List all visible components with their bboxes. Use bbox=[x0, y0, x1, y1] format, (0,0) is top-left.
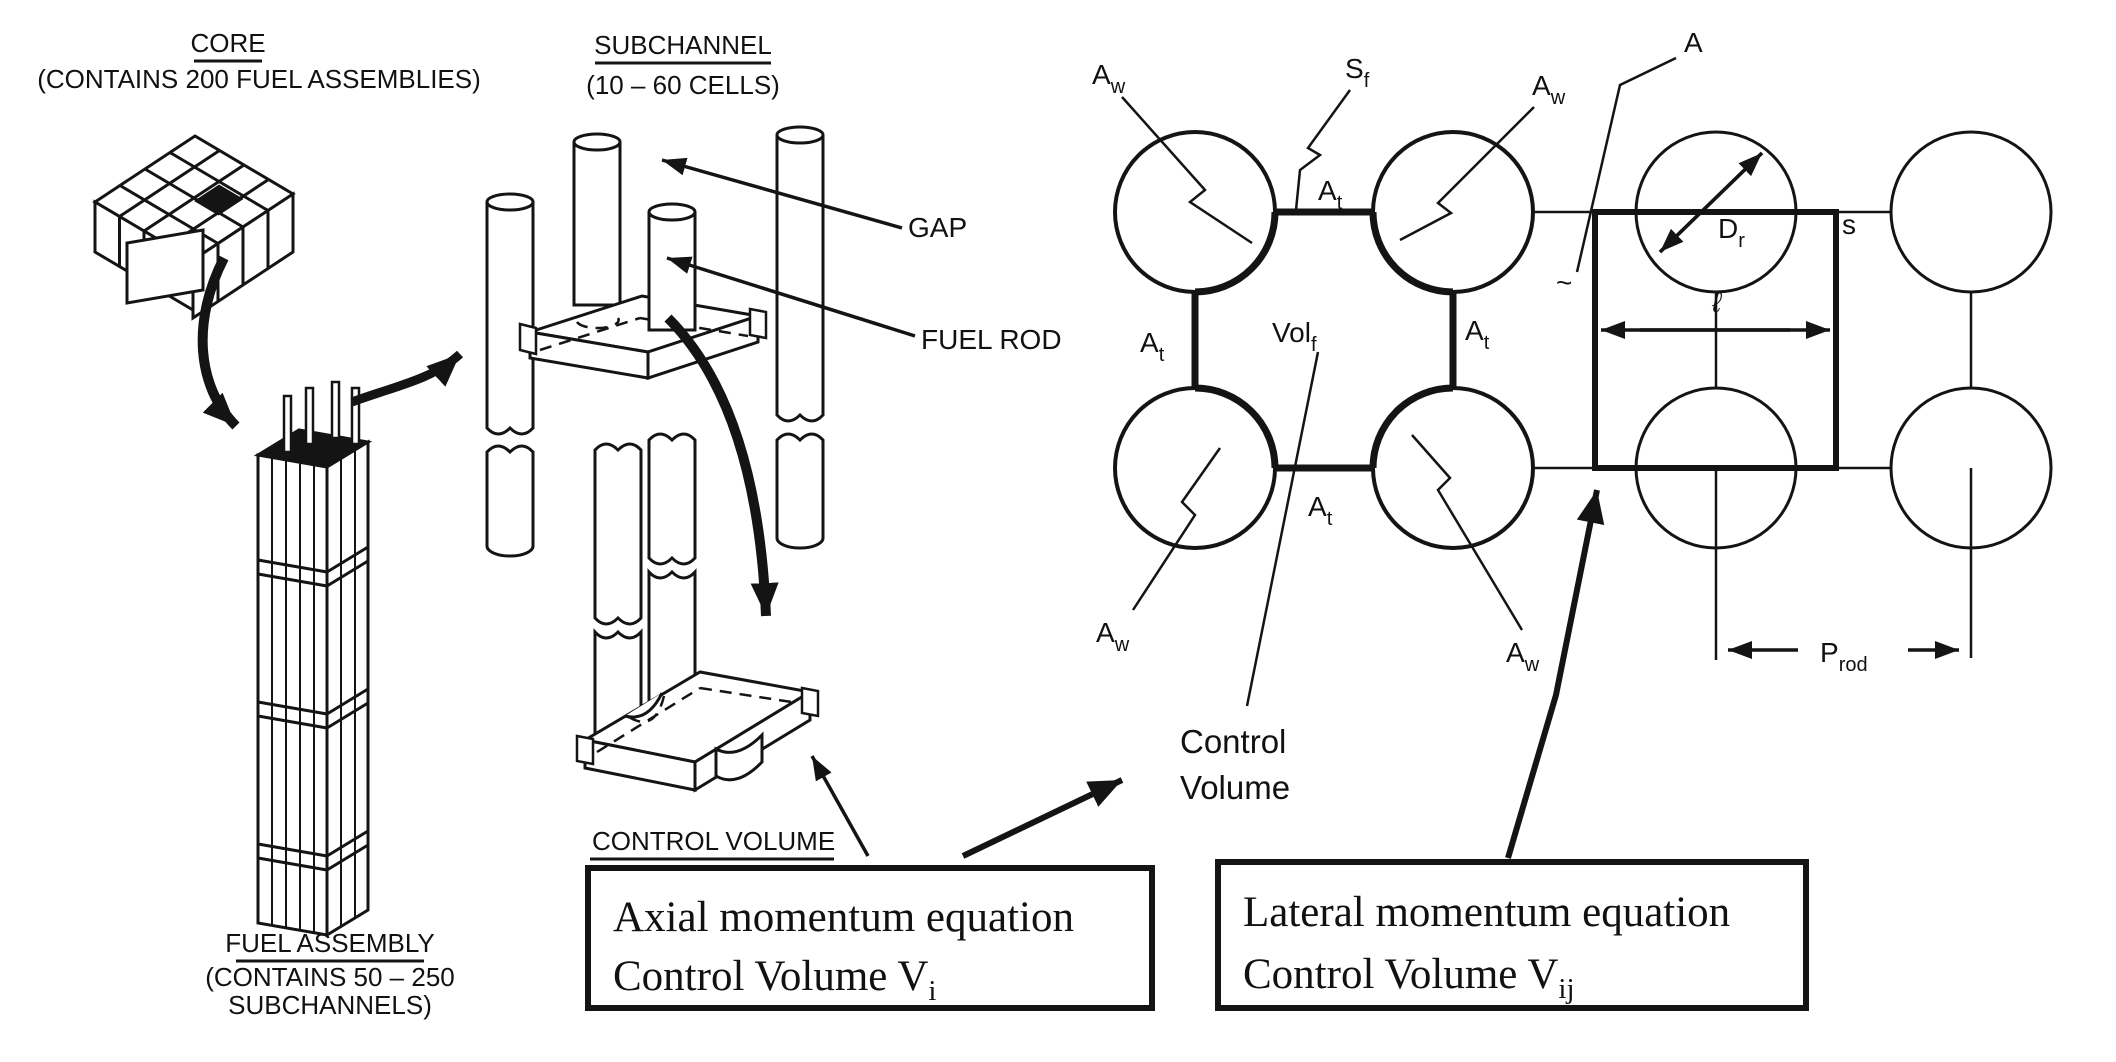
tilde-mark: ~ bbox=[1556, 267, 1572, 298]
s-label: s bbox=[1842, 209, 1856, 240]
arrow-box-to-cv-shape bbox=[810, 755, 870, 857]
subchannel-drawing bbox=[485, 125, 825, 764]
aw-leader bbox=[1399, 106, 1535, 242]
core-caption: CORE (CONTAINS 200 FUEL ASSEMBLIES) bbox=[37, 28, 481, 94]
arrow-plate-to-control-volume bbox=[664, 314, 779, 617]
note-leader bbox=[1245, 351, 1320, 707]
gap-label: GAP bbox=[908, 212, 967, 243]
control-volume-caption: CONTROL VOLUME bbox=[590, 826, 835, 861]
cv-front-notch bbox=[714, 731, 764, 782]
at-label: At bbox=[1308, 491, 1333, 530]
volf-label: Volf bbox=[1272, 317, 1317, 356]
a-leader bbox=[1575, 56, 1677, 273]
wetted-arc bbox=[1194, 211, 1279, 296]
arrow-assembly-to-subchannel bbox=[350, 350, 464, 407]
sf-label: Sf bbox=[1345, 53, 1370, 92]
a-label: A bbox=[1684, 27, 1703, 58]
fuel-assembly-caption: FUEL ASSEMBLY (CONTAINS 50 – 250 SUBCHAN… bbox=[205, 928, 455, 1020]
fuel-rod-cylinder bbox=[775, 125, 825, 550]
core-drawing bbox=[92, 134, 296, 321]
axial-line1: Axial momentum equation bbox=[613, 894, 1074, 941]
control-volume-note-line2: Volume bbox=[1180, 769, 1290, 806]
fuel-assembly-drawing bbox=[253, 380, 373, 938]
ell-label: ℓ bbox=[1711, 287, 1723, 318]
aw-label: Aw bbox=[1092, 59, 1126, 98]
wetted-arc bbox=[1194, 384, 1279, 469]
fuel-rod-callout: FUEL ROD bbox=[666, 256, 1062, 355]
fuel-rod-label: FUEL ROD bbox=[921, 324, 1062, 355]
at-label: At bbox=[1465, 315, 1490, 354]
rod-diameter-dimension bbox=[1658, 151, 1764, 254]
aw-leader bbox=[1411, 434, 1524, 631]
plate-tab bbox=[518, 322, 538, 356]
cv-tab bbox=[575, 734, 595, 766]
core-title: CORE bbox=[190, 28, 265, 58]
fuel-assembly-subtitle-1: (CONTAINS 50 – 250 bbox=[205, 962, 455, 992]
fuel-assembly-subtitle-2: SUBCHANNELS) bbox=[228, 990, 432, 1020]
lateral-line2: Control Volume Vij bbox=[1243, 951, 1575, 1005]
fuel-rod-cylinder bbox=[572, 132, 622, 307]
subchannel-subtitle: (10 – 60 CELLS) bbox=[586, 70, 780, 100]
aw-leader bbox=[1131, 447, 1222, 611]
arrow-box-to-control-volume-note bbox=[961, 777, 1124, 859]
gap-arrow bbox=[661, 157, 903, 230]
sf-leader bbox=[1294, 89, 1352, 211]
fuel-assembly-pin bbox=[330, 380, 341, 440]
fuel-rod-cylinder bbox=[647, 202, 697, 757]
subchannel-caption: SUBCHANNEL (10 – 60 CELLS) bbox=[586, 30, 780, 100]
at-label: At bbox=[1318, 175, 1343, 214]
aw-leader bbox=[1121, 96, 1253, 245]
axial-momentum-box: Axial momentum equation Control Volume V… bbox=[585, 865, 1155, 1011]
rod-pitch-dimension bbox=[1714, 468, 1973, 660]
control-volume-note-line1: Control bbox=[1180, 723, 1286, 760]
subchannel-control-volume-plate bbox=[518, 294, 768, 381]
cv-tab bbox=[800, 686, 820, 718]
gap-callout: GAP bbox=[661, 157, 967, 243]
control-volume-title: CONTROL VOLUME bbox=[592, 826, 835, 856]
lateral-line1: Lateral momentum equation bbox=[1243, 889, 1730, 936]
fuel-assembly-title: FUEL ASSEMBLY bbox=[225, 928, 435, 958]
axial-line2: Control Volume Vi bbox=[613, 953, 936, 1007]
core-highlighted-assembly-cell bbox=[194, 184, 244, 216]
arrow-lateral-box-to-square bbox=[1505, 489, 1605, 859]
plate-tab bbox=[748, 307, 768, 340]
fuel-assembly-pin bbox=[350, 386, 361, 446]
fuel-assembly-pin bbox=[282, 394, 293, 454]
fuel-rod-arrow bbox=[666, 256, 916, 338]
aw-label: Aw bbox=[1096, 617, 1130, 656]
core-subtitle: (CONTAINS 200 FUEL ASSEMBLIES) bbox=[37, 64, 481, 94]
aw-label: Aw bbox=[1532, 70, 1566, 109]
rod-lattice-diagram: Aw Sf Aw A ~ At At At At Volf Dr s ℓ Aw … bbox=[1092, 27, 2053, 806]
fuel-rod-cylinder bbox=[485, 192, 535, 558]
arrow-core-to-fuel-assembly bbox=[197, 255, 240, 430]
fuel-assembly-side-face bbox=[325, 439, 370, 938]
at-label: At bbox=[1140, 327, 1165, 366]
cv-top-notch bbox=[624, 692, 664, 719]
fuel-rod-section bbox=[1889, 130, 2053, 294]
lateral-momentum-box: Lateral momentum equation Control Volume… bbox=[1215, 859, 1809, 1011]
subchannel-title: SUBCHANNEL bbox=[594, 30, 772, 60]
prod-label: Prod bbox=[1820, 637, 1868, 676]
wetted-arc bbox=[1369, 384, 1454, 469]
core-protruding-assembly-face bbox=[125, 228, 205, 305]
wetted-arc bbox=[1369, 211, 1454, 296]
fuel-assembly-pin bbox=[304, 386, 315, 446]
control-volume-drawing bbox=[575, 670, 820, 793]
dr-label: Dr bbox=[1718, 213, 1745, 252]
aw-label: Aw bbox=[1506, 637, 1540, 676]
